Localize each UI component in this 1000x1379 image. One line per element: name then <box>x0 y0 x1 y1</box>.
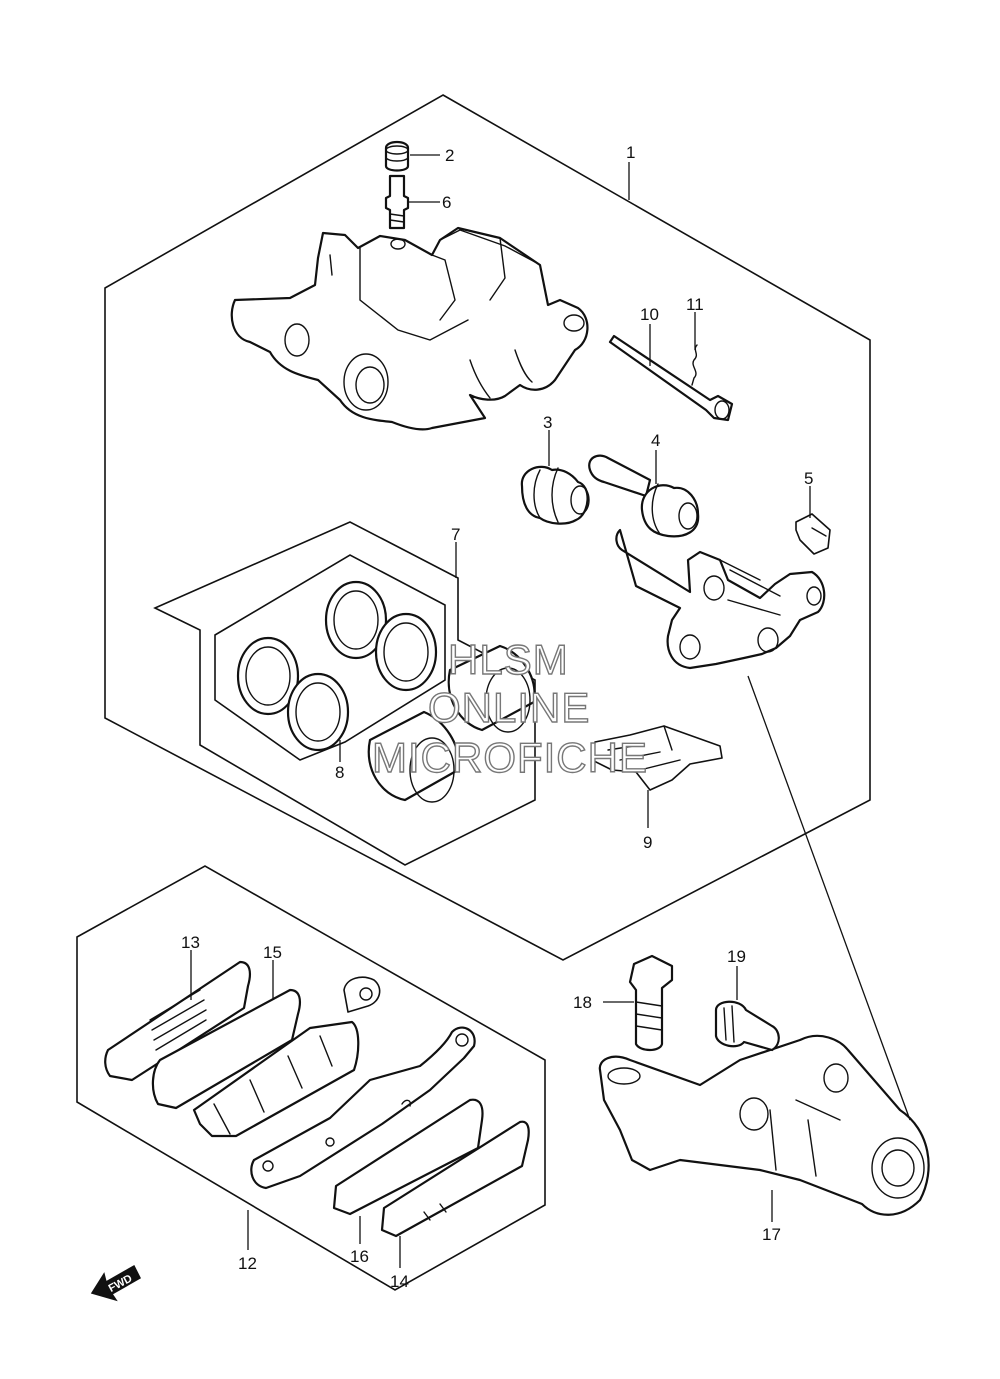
piston-kit-frame <box>153 521 536 866</box>
callout-11: 11 <box>686 295 704 314</box>
callout-16: 16 <box>350 1247 369 1266</box>
callout-18: 18 <box>573 993 592 1012</box>
piston-seals <box>236 580 438 752</box>
brake-pad-set-frame <box>76 865 546 1291</box>
slide-pin-boot <box>520 465 590 525</box>
slide-pin-sleeve <box>588 454 700 538</box>
pad-shim-16 <box>332 1098 484 1216</box>
pad-shim-14 <box>380 1120 530 1238</box>
mount-bolt <box>628 954 674 1052</box>
fwd-arrow-icon <box>90 1264 141 1302</box>
caliper-mount-bracket <box>598 1034 930 1216</box>
callout-19: 19 <box>727 947 746 966</box>
callout-12: 12 <box>238 1254 257 1273</box>
leader-lines <box>190 154 911 1268</box>
callout-1: 1 <box>626 143 635 162</box>
callout-14: 14 <box>390 1272 409 1291</box>
callout-5: 5 <box>804 469 813 488</box>
forward-direction-arrow: FWD <box>90 1264 141 1302</box>
pad-retainer-clip <box>795 513 831 555</box>
bleeder-valve <box>384 174 410 230</box>
callout-10: 10 <box>640 305 659 324</box>
caliper-pin <box>608 334 734 422</box>
caliper-body <box>230 226 589 431</box>
caliper-bracket <box>615 528 826 670</box>
callout-15: 15 <box>263 943 282 962</box>
callout-17: 17 <box>762 1225 781 1244</box>
pad-spring <box>591 725 723 791</box>
callout-7: 7 <box>451 525 460 544</box>
pin-clip <box>691 344 698 386</box>
brake-pad-rear <box>250 1026 476 1190</box>
fwd-label: FWD <box>107 1273 135 1295</box>
callout-2: 2 <box>445 146 454 165</box>
brake-pad-front <box>192 976 381 1138</box>
bleeder-cap <box>384 140 410 172</box>
callout-3: 3 <box>543 413 552 432</box>
pad-shim-13 <box>104 960 251 1082</box>
seal-kit-frame <box>214 554 446 761</box>
callout-9: 9 <box>643 833 652 852</box>
watermark-line-2: ONLINE <box>428 684 590 731</box>
callout-6: 6 <box>442 193 451 212</box>
mount-bolt-short <box>714 1000 780 1052</box>
watermark: HLSM ONLINE MICROFICHE <box>371 635 648 781</box>
callout-numbers: 1 2 3 4 5 6 7 8 9 10 11 12 13 14 15 16 1… <box>181 143 813 1291</box>
watermark-line-1: HLSM <box>448 636 569 683</box>
caliper-assembly-frame <box>104 94 871 961</box>
watermark-line-3: MICROFICHE <box>372 734 648 781</box>
callout-13: 13 <box>181 933 200 952</box>
pistons <box>367 644 536 803</box>
callout-8: 8 <box>335 763 344 782</box>
callout-4: 4 <box>651 431 660 450</box>
